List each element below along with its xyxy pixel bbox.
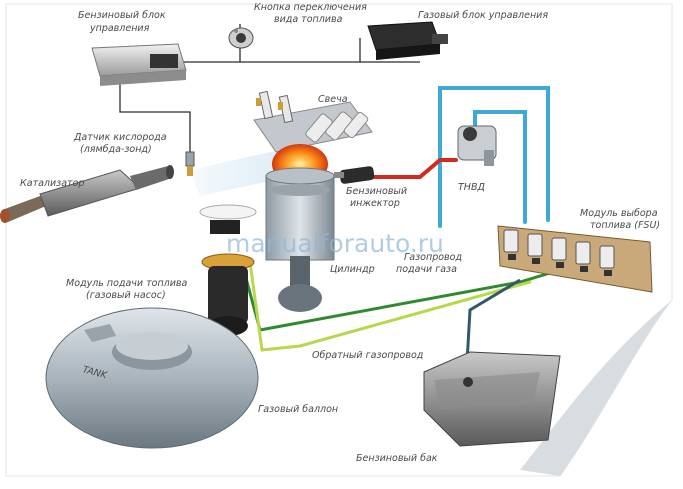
label-gas-ecu: Газовый блок управления: [418, 10, 548, 21]
gas-lines: [238, 254, 562, 352]
valves: [305, 111, 369, 143]
label-petrol-ecu: Бензиновый блок управления: [78, 10, 166, 34]
watermark: manualforauto.ru: [226, 229, 444, 258]
label-petrol-tank-line-1: Бензиновый бак: [356, 453, 438, 464]
wiring-harness: [119, 24, 420, 152]
label-fsu-line-1: Модуль выбора: [580, 208, 658, 219]
label-petrol-ecu-line-1: Бензиновый блок: [78, 10, 166, 21]
label-spark-plug-line-1: Свеча: [318, 94, 348, 105]
spark-plugs: [256, 90, 294, 124]
label-switch-button-line-1: Кнопка переключения: [254, 2, 367, 13]
label-gas-ecu-line-1: Газовый блок управления: [418, 10, 548, 21]
label-gas-line-line-2: подачи газа: [396, 264, 457, 275]
label-spark-plug: Свеча: [318, 94, 348, 105]
lambda-sensor: [185, 151, 195, 176]
label-hpfp: ТНВД: [458, 182, 485, 193]
hpfp-hoses: [368, 86, 550, 228]
petrol-ecu: [91, 43, 187, 86]
gas-tank: TANK: [45, 307, 259, 449]
label-cylinder-line-1: Цилиндр: [330, 264, 375, 275]
connecting-rod: [290, 256, 310, 290]
label-cylinder: Цилиндр: [330, 264, 375, 275]
page-curl: [520, 300, 672, 476]
engine-cylinder: [253, 90, 373, 312]
fsu-module: [497, 225, 653, 293]
label-catalyst-line-1: Катализатор: [20, 178, 84, 189]
label-petrol-injector-line-1: Бензиновый: [346, 186, 407, 197]
label-return-line-line-1: Обратный газопровод: [312, 350, 424, 361]
label-fuel-module: Модуль подачи топлива(газовый насос): [66, 278, 188, 301]
hpfp-pump: [457, 125, 497, 166]
label-fuel-module-line-2: (газовый насос): [86, 290, 166, 301]
label-gas-tank-line-1: Газовый баллон: [258, 404, 338, 415]
label-return-line: Обратный газопровод: [312, 350, 424, 361]
catalytic-converter: [0, 165, 174, 223]
gas-ecu: [367, 21, 448, 60]
label-oxygen-sensor: Датчик кислорода(лямбда-зонд): [73, 132, 167, 155]
label-gas-tank: Газовый баллон: [258, 404, 338, 415]
petrol-tank: [423, 351, 561, 447]
label-fuel-module-line-1: Модуль подачи топлива: [66, 278, 188, 289]
label-oxygen-sensor-line-1: Датчик кислорода: [73, 132, 167, 143]
label-switch-button-line-2: вида топлива: [274, 14, 343, 25]
label-hpfp-line-1: ТНВД: [458, 182, 485, 193]
label-gas-line-line-1: Газопровод: [404, 252, 462, 263]
label-petrol-injector-line-2: инжектор: [350, 198, 400, 209]
label-petrol-tank: Бензиновый бак: [356, 453, 438, 464]
label-fsu-line-2: топлива (FSU): [590, 220, 660, 231]
petrol-injector: [334, 166, 375, 184]
crankshaft: [278, 284, 322, 312]
label-petrol-ecu-line-2: управления: [89, 23, 150, 34]
fuel-switch-button: [228, 27, 254, 49]
label-oxygen-sensor-line-2: (лямбда-зонд): [80, 144, 152, 155]
label-catalyst: Катализатор: [20, 178, 84, 189]
